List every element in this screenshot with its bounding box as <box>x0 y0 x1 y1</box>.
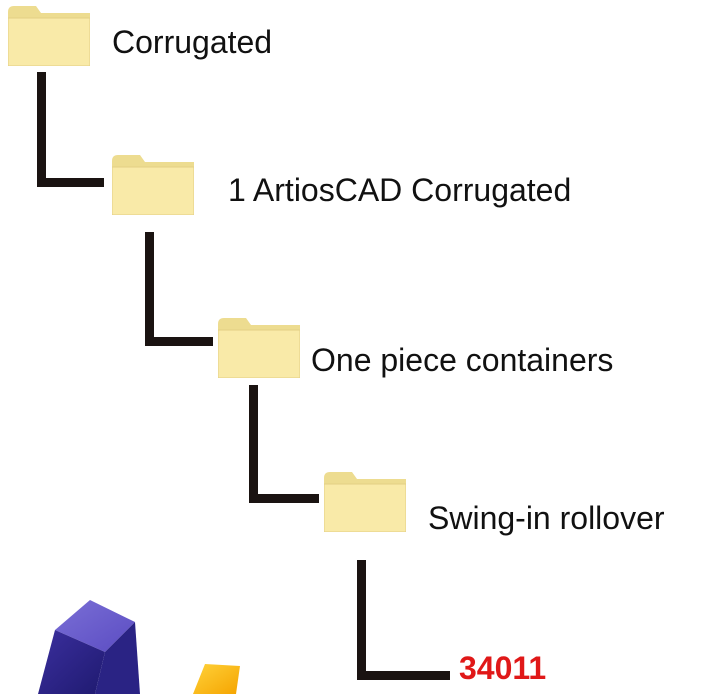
folder-icon <box>112 155 194 215</box>
folder-icon <box>218 318 300 378</box>
leaf-code-label: 34011 <box>459 650 547 686</box>
tree-connector <box>357 560 450 680</box>
folder-icon <box>324 472 406 532</box>
tree-node-label: Corrugated <box>112 24 273 60</box>
tree-node-label: 1 ArtiosCAD Corrugated <box>228 172 572 208</box>
decorative-cube-icon <box>38 600 240 694</box>
tree-node-label: One piece containers <box>311 342 614 378</box>
tree-connector <box>145 232 213 346</box>
tree-connector <box>37 72 104 187</box>
tree-node-label: Swing-in rollover <box>428 500 665 536</box>
folder-icon <box>8 6 90 66</box>
tree-connector <box>249 385 319 503</box>
